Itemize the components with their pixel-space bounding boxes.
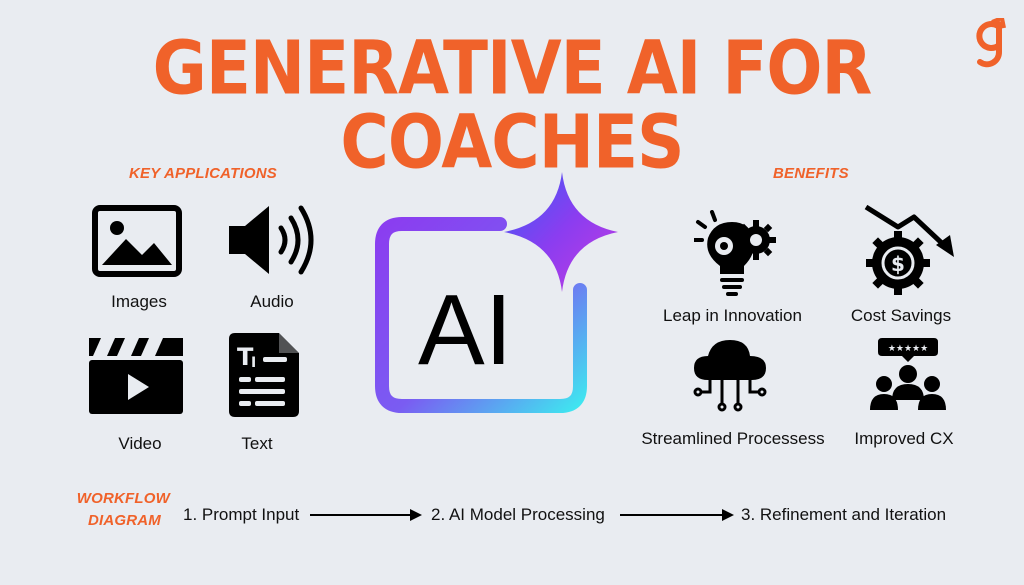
workflow-step-3: 3. Refinement and Iteration (741, 505, 947, 524)
svg-text:$: $ (891, 252, 905, 276)
ai-logo-text: AI (418, 274, 512, 386)
diagram-label: DIAGRAM (87, 512, 161, 529)
workflow-arrow-2-icon (620, 509, 734, 521)
improved-cx-caption: Improved CX (854, 429, 954, 448)
cost-savings-caption: Cost Savings (850, 306, 952, 325)
workflow-label: WORKFLOW (76, 490, 170, 507)
image-icon (92, 205, 182, 277)
page-title: GENERATIVE AI FOR COACHES (152, 25, 873, 186)
workflow-step-2: 2. AI Model Processing (431, 505, 605, 524)
key-applications-label: KEY APPLICATIONS (129, 165, 277, 182)
video-caption: Video (118, 434, 162, 453)
clapperboard-icon (89, 338, 183, 414)
svg-text:T: T (237, 343, 254, 371)
brand-logo-icon (976, 18, 1006, 68)
images-caption: Images (111, 292, 167, 311)
workflow-arrow-1-icon (310, 509, 422, 521)
workflow-step-1: 1. Prompt Input (183, 505, 300, 524)
customer-experience-icon: ★★★★★ (870, 338, 946, 410)
cost-savings-icon: $ (864, 205, 954, 295)
text-document-icon: T I (229, 333, 299, 417)
svg-text:I: I (251, 355, 256, 371)
text-caption: Text (241, 434, 273, 453)
streamlined-processes-caption: Streamlined Processess (641, 429, 825, 448)
leap-in-innovation-caption: Leap in Innovation (663, 306, 802, 325)
cloud-network-icon (693, 340, 767, 412)
benefits-label: BENEFITS (773, 165, 849, 182)
speaker-icon (229, 205, 314, 275)
ai-logo-icon: AI (375, 172, 618, 413)
svg-text:★★★★★: ★★★★★ (888, 344, 928, 354)
lightbulb-gears-icon (694, 210, 776, 296)
audio-caption: Audio (250, 292, 294, 311)
